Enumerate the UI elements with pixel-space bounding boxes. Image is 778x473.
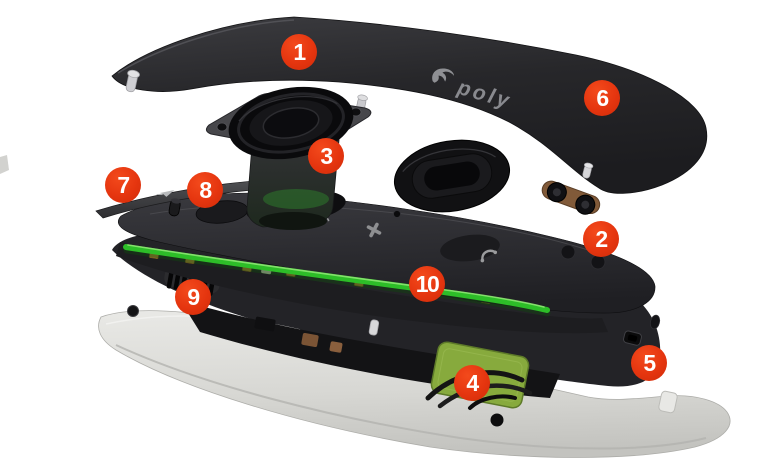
- chassis-boss: [590, 254, 606, 270]
- chassis-boss: [560, 244, 576, 260]
- top-cover: poly: [111, 16, 708, 194]
- rocket-icon: [156, 189, 175, 197]
- flange-hole: [216, 122, 228, 132]
- callout-1: 1: [281, 34, 317, 70]
- callout-4: 4: [454, 365, 490, 401]
- led-light-strip: [123, 244, 551, 317]
- copper-strap-bracket: [541, 180, 601, 215]
- callout-6: 6: [584, 80, 620, 116]
- callout-8: 8: [187, 172, 223, 208]
- blade-peg: [168, 198, 181, 217]
- cavity-screw: [490, 413, 504, 427]
- volume-up-icon: [366, 222, 382, 238]
- passive-radiator: [393, 139, 511, 213]
- callout-9: 9: [175, 279, 211, 315]
- screw-peg-right: [582, 162, 594, 179]
- deck-recess-right: [440, 234, 500, 262]
- deck-screw-hole: [393, 210, 401, 218]
- black-component: [254, 316, 276, 332]
- call-icon: [480, 249, 498, 263]
- poly-propeller-icon: [432, 68, 455, 83]
- speaker-glow: [263, 189, 329, 209]
- callout-7: 7: [105, 167, 141, 203]
- copper-component: [329, 341, 343, 353]
- callout-5: 5: [631, 345, 667, 381]
- usb-port: [623, 330, 642, 346]
- callout-10: 10: [409, 266, 445, 302]
- tray-clip: [658, 390, 678, 414]
- edge-part-sliver: [0, 155, 9, 174]
- screw-peg-left: [125, 69, 140, 93]
- side-button: [649, 314, 661, 330]
- callout-3: 3: [308, 138, 344, 174]
- tray-screw: [127, 305, 139, 317]
- copper-component: [301, 333, 319, 347]
- callout-2: 2: [583, 221, 619, 257]
- white-standoff: [368, 319, 380, 336]
- battery-cable: [468, 394, 517, 410]
